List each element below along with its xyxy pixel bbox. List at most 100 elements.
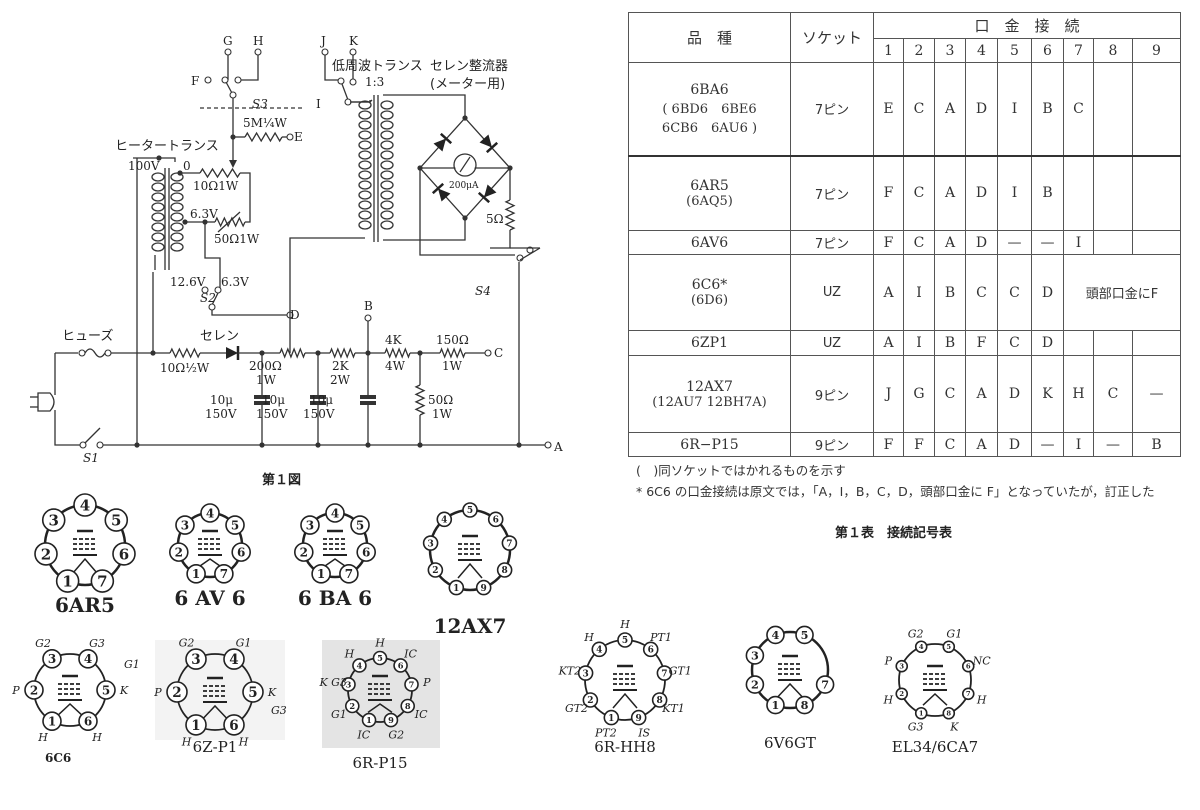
cell-pin-6: K [1031,355,1064,433]
cell-pin-3: B [934,254,966,331]
resistor-50ohm-label: 50Ω [428,393,453,407]
cap2-voltage: 150V [256,407,288,421]
terminal-j[interactable] [321,48,329,56]
wire [133,157,176,162]
pin-1: 1H [37,711,62,744]
pin-number: 2 [300,545,308,559]
switch-s2-label: S2 [200,291,216,305]
pin-number: 6 [119,545,129,563]
switch-contact[interactable] [349,78,357,86]
wire [383,218,466,241]
pin-number: 4 [206,506,214,520]
cell-pin-4: D [965,155,998,231]
pin-number: 2 [899,690,904,698]
fuse-end[interactable] [78,349,86,357]
cell-pin-9: B [1132,432,1181,457]
resistor-2k [329,347,356,359]
wire [240,55,259,81]
cell-pin-7: I [1063,230,1094,255]
tube-equivalent: (6D6) [690,293,729,308]
pin-2: 2 [34,542,58,566]
resistor-10ohm-label: 10Ω1W [193,179,239,193]
pin-number: 1 [48,714,56,728]
cell-pin-3: B [934,330,966,356]
header-pin-8: 8 [1093,38,1133,63]
pin-number: 4 [84,652,92,666]
pin-number: 9 [636,714,642,724]
switch-contact[interactable] [221,76,229,84]
resistor-50ohm [414,384,426,416]
terminal-g[interactable] [224,48,232,56]
tube-electrodes-icon [777,654,803,698]
tube-type: 6AV6 [690,234,729,251]
switch-s2-contact-12.6v[interactable] [201,286,209,294]
cell-pin-4: F [965,330,998,356]
cell-type: 12AX7(12AU7 12BH7A) [628,355,791,433]
pin-2: 2 [745,675,765,694]
tube-6rp15-background [322,640,440,748]
pin-4: 4H [583,631,608,658]
tube-envelope [898,643,972,717]
terminal-e[interactable] [286,133,294,141]
pin-label: H [976,693,987,706]
pin-label: H [619,618,630,631]
switch-contact[interactable] [337,77,345,85]
tube-electrodes-icon [922,664,948,706]
pin-label: KT2 [558,664,582,677]
pin-6: 6 [487,511,504,528]
pin-7: 7 [214,564,234,584]
meter-200ua-label: 200μA [449,181,479,191]
pin-number: 6 [84,714,92,728]
wire [211,310,287,316]
switch-s1-contact[interactable] [79,441,87,449]
cell-pin-8: — [1093,432,1133,457]
switch-s1-contact[interactable] [96,441,104,449]
switch-s3-label: S3 [252,97,268,111]
cell-pin-1: E [873,62,904,156]
junction-dot [134,442,140,448]
cell-socket: UZ [790,254,874,331]
terminal-h[interactable] [254,48,262,56]
fuse-end[interactable] [104,349,112,357]
tube-6zp1-background [155,640,285,740]
pin-3: 3 [745,646,765,665]
tube-equivalent: (12AU7 12BH7A) [652,394,767,410]
cell-pin-5: C [997,330,1032,356]
terminal-b[interactable] [364,314,372,322]
switch-s3-blade-right [341,83,349,101]
cap1-voltage: 150V [205,407,237,421]
cell-pin-6: D [1031,254,1064,331]
pin-number: 7 [821,678,829,692]
pin-number: 4 [441,516,447,526]
pin-label: PT2 [594,727,617,740]
terminal-c[interactable] [484,349,492,357]
pin-6: 6H [78,711,102,744]
pin-number: 1 [608,714,614,724]
pin-5: 5 [795,625,814,645]
selenium-diode [226,346,240,360]
switch-s3-pivot[interactable] [229,91,237,99]
terminal-a[interactable] [544,441,552,449]
tube-electrodes-icon [322,529,348,569]
tap-6.3v-label: 6.3V [190,207,218,221]
tube-equivalent: ( 6BD6 6BE6 [662,101,757,117]
tube-type: 6R−P15 [680,436,739,453]
pin-7: 7 [90,569,115,593]
switch-contact[interactable] [234,76,242,84]
pin-3: 3 [300,515,320,535]
terminal-f[interactable] [204,76,212,84]
cell-pin-4: D [965,62,998,156]
resistor-4k-label: 4K [385,333,403,347]
table-note-6c6: * 6C6 の口金接続は原文では，「A，I，B，C，D，頭部口金に F」となって… [636,484,1155,499]
terminal-k[interactable] [349,48,357,56]
wire [324,55,340,81]
pin-number: 5 [801,628,809,642]
pin-1: 1 [448,579,465,596]
pin-6: 6 [356,542,376,562]
tap-6.3v-switch-label: 6.3V [221,275,249,289]
tube-envelope [33,653,107,727]
